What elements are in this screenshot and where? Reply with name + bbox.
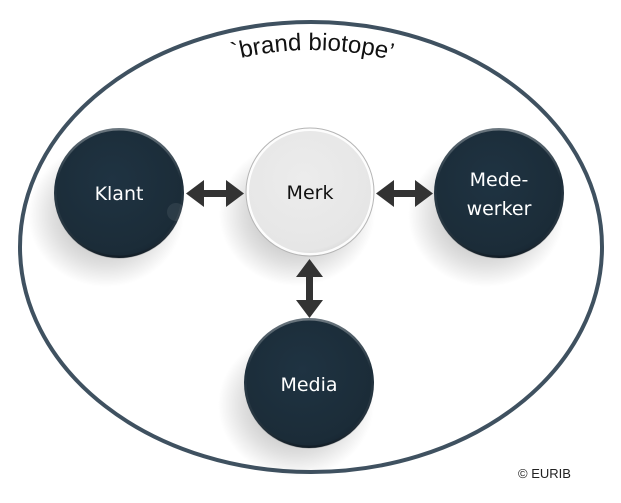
node-media[interactable]: Media	[243, 317, 375, 449]
node-media-label: Media	[280, 374, 337, 396]
arrow-merk-media	[296, 259, 323, 318]
node-klant[interactable]: Klant	[53, 127, 185, 259]
node-klant-label: Klant	[95, 183, 144, 205]
arrow-klant-merk	[186, 180, 244, 207]
node-merk-label: Merk	[287, 182, 334, 204]
copyright-notice: © EURIB	[518, 466, 571, 481]
arrow-merk-medewerker	[376, 180, 433, 207]
node-merk[interactable]: Merk	[245, 127, 375, 257]
node-medewerker-label-line2: werker	[467, 198, 532, 220]
node-medewerker-label-line1: Mede-	[470, 169, 529, 191]
node-medewerker[interactable]: Mede- werker	[433, 127, 565, 259]
